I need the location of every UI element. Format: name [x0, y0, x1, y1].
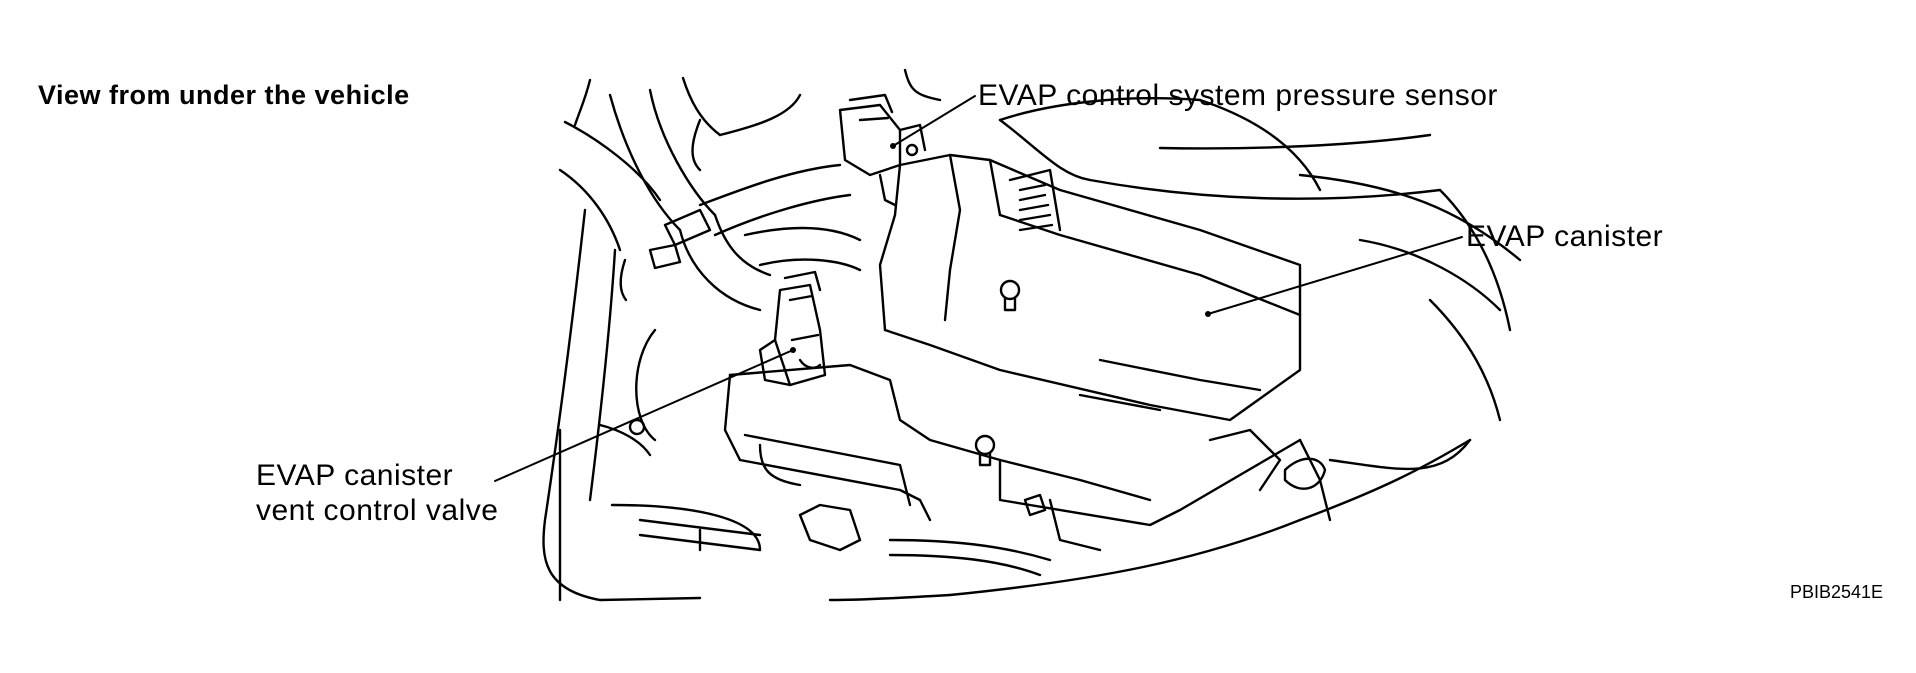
pressure-sensor: [838, 93, 927, 207]
canister-label: EVAP canister: [1466, 220, 1664, 253]
figure-code: PBIB2541E: [1790, 582, 1884, 602]
evap-canister: [878, 153, 1302, 467]
vent-valve-label-line1: EVAP canister: [256, 459, 454, 492]
lower-canister: [723, 363, 1332, 552]
floor-panels: [681, 68, 1522, 602]
pressure-sensor-label: EVAP control system pressure sensor: [978, 79, 1498, 112]
valve-leader-line: [494, 349, 794, 482]
vent-valve-label-line2: vent control valve: [256, 494, 499, 527]
hoses: [608, 88, 1052, 577]
view-title: View from under the vehicle: [38, 80, 410, 110]
leader-lines: [494, 95, 1463, 482]
sensor-leader-line: [892, 95, 976, 147]
canister-leader-line: [1207, 236, 1463, 315]
vent-valve-label: EVAP canister vent control valve: [256, 458, 498, 528]
frame-rail: [542, 78, 762, 602]
vent-control-valve: [758, 270, 827, 387]
